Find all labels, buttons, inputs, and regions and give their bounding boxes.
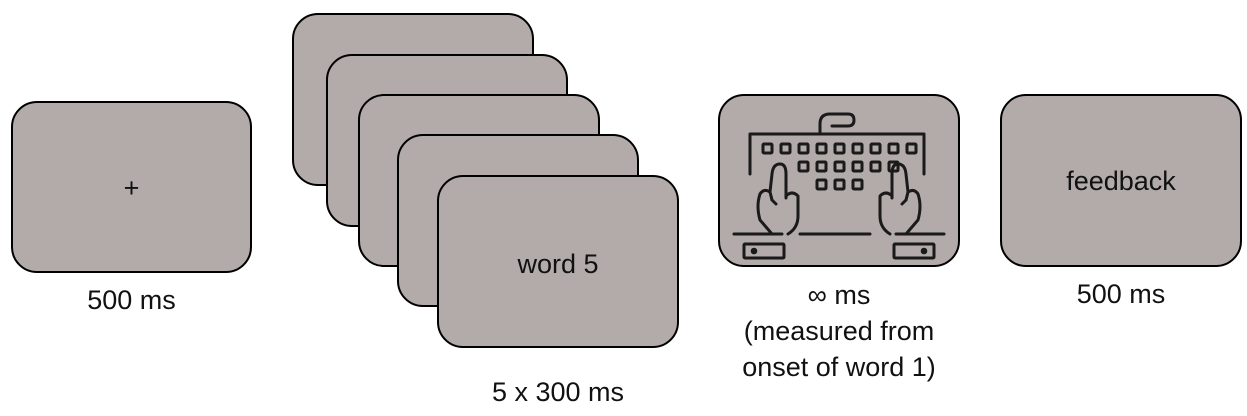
word-stream-duration: 5 x 300 ms <box>491 377 625 407</box>
response-duration-line1: ∞ ms <box>807 280 871 310</box>
fixation-screen: + <box>11 101 252 273</box>
hands-on-keyboard-icon <box>732 112 946 260</box>
feedback-screen: feedback <box>1000 94 1242 267</box>
word-screen-5: word 5 <box>437 175 679 348</box>
response-screen <box>718 94 960 267</box>
fixation-cross: + <box>123 173 140 203</box>
feedback-duration: 500 ms <box>1076 279 1166 309</box>
feedback-label: feedback <box>1066 166 1176 196</box>
response-duration-line2: (measured from <box>743 316 935 346</box>
response-duration-line3: onset of word 1) <box>742 352 936 382</box>
fixation-duration: 500 ms <box>87 285 176 315</box>
word-label: word 5 <box>517 249 599 279</box>
